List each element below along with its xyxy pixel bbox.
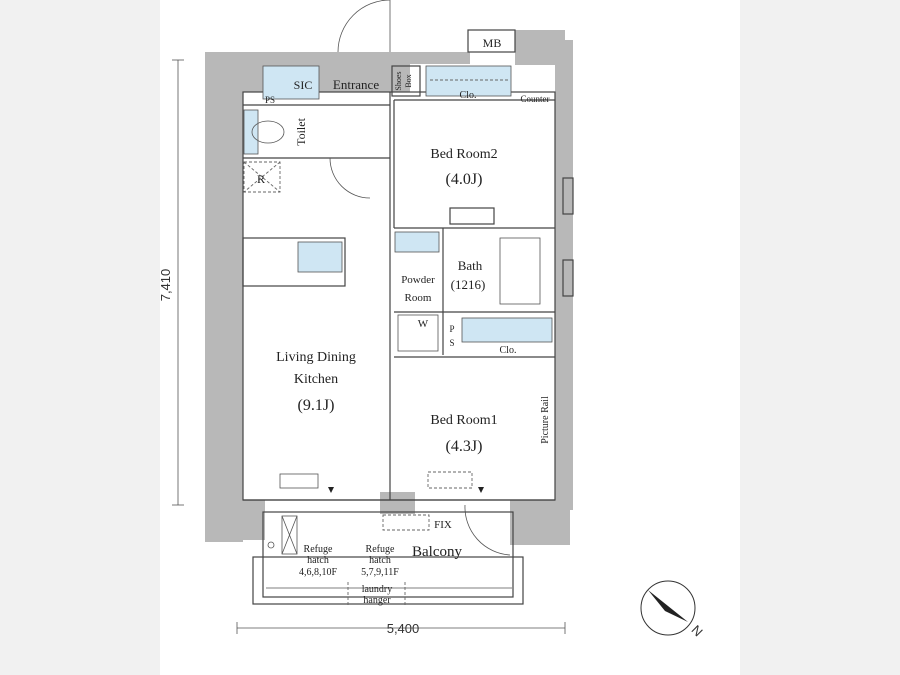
- room-labels: MB SIC Entrance Shoes Box Clo. Counter P…: [257, 36, 551, 606]
- refuge-hatch-a-label-2: hatch: [307, 555, 329, 566]
- dimension-lines: [172, 59, 566, 634]
- bath-label: Bath: [458, 258, 483, 273]
- bedroom1-size: (4.3J): [446, 438, 483, 455]
- refuge-hatch-a-label: Refuge: [304, 544, 333, 555]
- ps-top-label: PS: [265, 95, 275, 105]
- bedroom2-size: (4.0J): [446, 171, 483, 188]
- closet-mid-label: Clo.: [500, 345, 517, 356]
- height-dimension: 7,410: [158, 269, 173, 302]
- picture-rail-label: Picture Rail: [540, 396, 551, 444]
- fix-label: FIX: [434, 519, 452, 531]
- powder-room-label: Powder: [401, 274, 435, 286]
- width-dimension: 5,400: [387, 621, 420, 636]
- fixtures: [242, 0, 574, 556]
- bath-size: (1216): [451, 277, 486, 292]
- refuge-hatch-b-label-2: hatch: [369, 555, 391, 566]
- bedroom2-label: Bed Room2: [430, 147, 497, 162]
- compass-icon: [640, 580, 696, 636]
- closet-top-label: Clo.: [460, 90, 477, 101]
- mb-label: MB: [483, 36, 502, 50]
- toilet-label: Toilet: [294, 117, 308, 145]
- meter-box: [467, 29, 516, 53]
- refuge-hatch-a-floors: 4,6,8,10F: [299, 567, 338, 578]
- partitions: [243, 92, 555, 501]
- ldk-size: (9.1J): [298, 397, 335, 414]
- powder-room-label-2: Room: [405, 292, 432, 304]
- ps-mid-label-2: S: [449, 338, 454, 348]
- refuge-hatch-b-label: Refuge: [366, 544, 395, 555]
- shoes-box-label: Shoes: [394, 71, 403, 90]
- refuge-hatch-b-floors: 5,7,9,11F: [361, 567, 399, 578]
- laundry-hanger-label: laundry: [362, 584, 393, 595]
- balcony-label: Balcony: [412, 544, 462, 560]
- refrigerator-label: R: [257, 172, 265, 186]
- walls: [205, 30, 573, 545]
- counter-label: Counter: [521, 94, 550, 104]
- laundry-hanger-label-2: hanger: [363, 595, 391, 606]
- balcony-area: [252, 511, 524, 606]
- ldk-label-2: Kitchen: [294, 372, 338, 387]
- interior-outline: [242, 91, 556, 501]
- ldk-label: Living Dining: [276, 350, 356, 365]
- bedroom1-label: Bed Room1: [430, 413, 497, 428]
- entrance-label: Entrance: [333, 77, 379, 92]
- washer-label: W: [418, 318, 429, 330]
- compass-north-label: N: [689, 622, 706, 639]
- ps-mid-label: P: [449, 324, 454, 334]
- sic-label: SIC: [294, 78, 313, 92]
- shoes-box-label-2: Box: [404, 74, 413, 87]
